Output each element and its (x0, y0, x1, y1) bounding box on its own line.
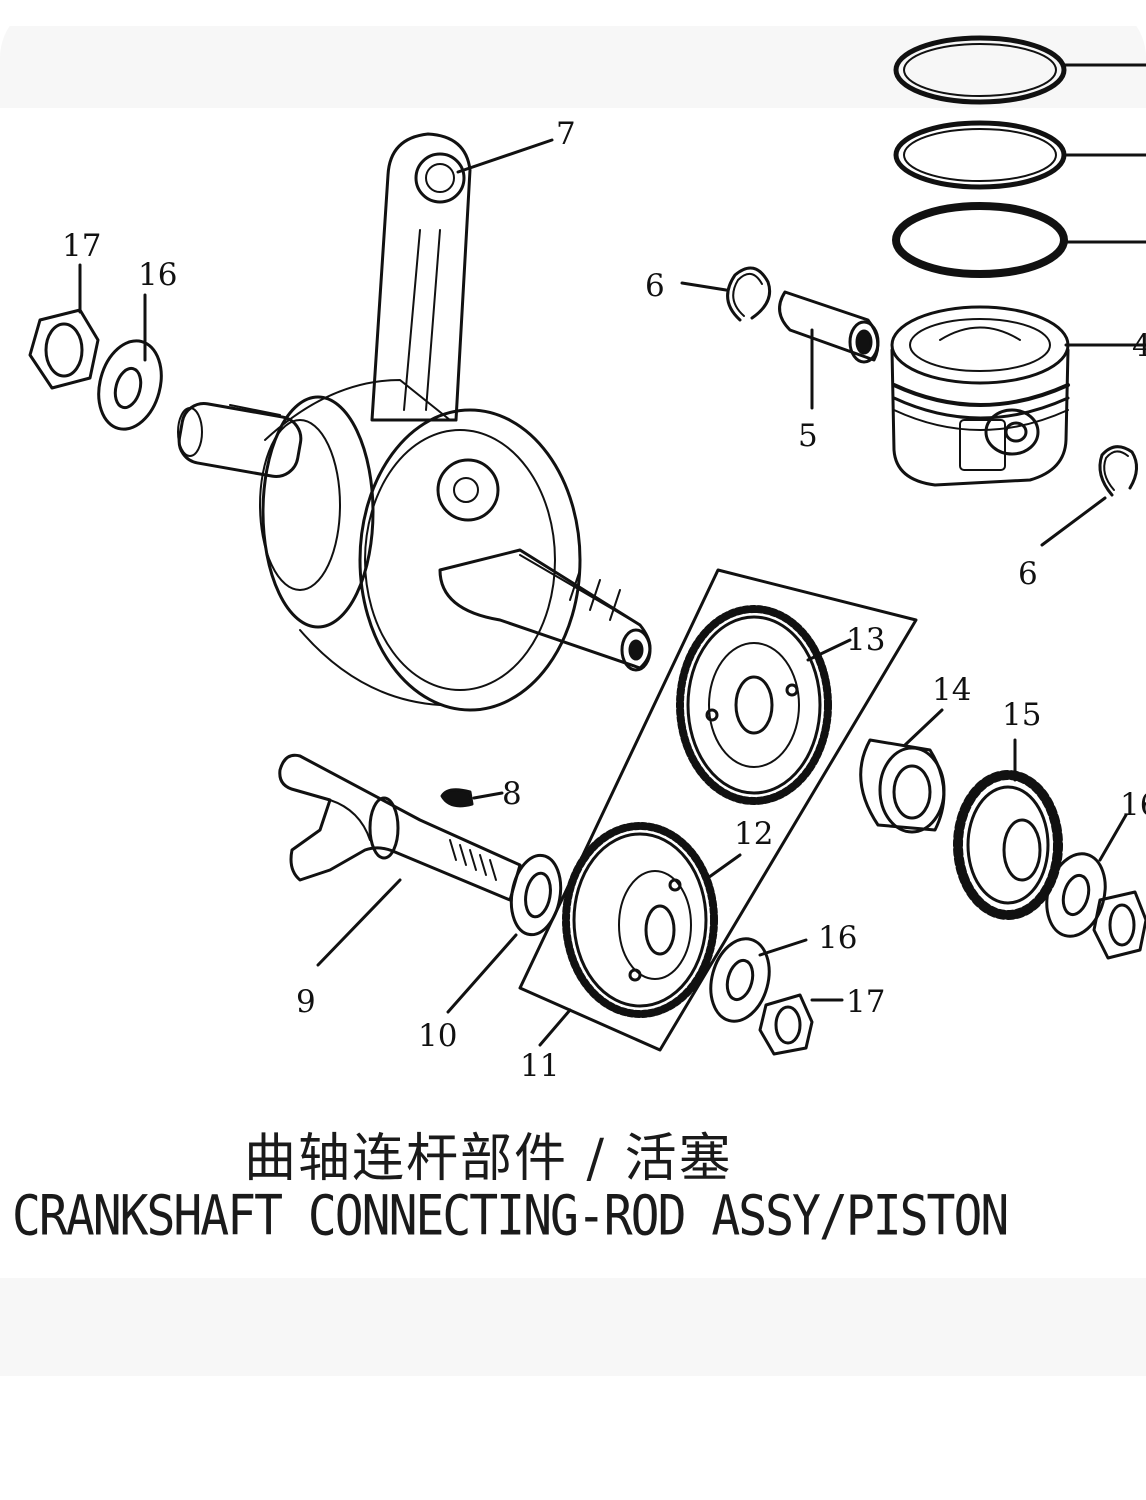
balancer-shaft (278, 753, 522, 902)
washer-right (1045, 852, 1107, 938)
piston-ring-middle (893, 120, 1067, 190)
title-chinese: 曲轴连杆部件 / 活塞 (244, 1129, 733, 1189)
bottom-band (0, 1278, 1146, 1376)
piston-pin (778, 290, 880, 364)
piston (890, 305, 1070, 487)
callout-15: 15 (1002, 697, 1041, 733)
callout-17-lower: 17 (846, 984, 885, 1020)
gear-15 (953, 770, 1063, 920)
gear-13 (676, 605, 832, 805)
gear-set-frame (518, 568, 918, 1052)
callout-5: 5 (798, 418, 818, 454)
callout-16-lower: 16 (818, 920, 857, 956)
circlip-right (1098, 445, 1138, 497)
piston-ring-top (893, 35, 1067, 105)
callout-12: 12 (734, 816, 773, 852)
nut-right (1092, 890, 1146, 960)
callout-6-right: 6 (1018, 556, 1038, 592)
callout-6-top: 6 (645, 268, 665, 304)
callout-14: 14 (932, 672, 971, 708)
callout-4: 4 (1132, 328, 1146, 364)
callout-11: 11 (520, 1048, 559, 1084)
gear-12 (562, 822, 718, 1018)
callout-7: 7 (556, 116, 576, 152)
bearing-10 (509, 853, 563, 937)
nut-left (28, 308, 100, 390)
crankshaft (177, 379, 652, 712)
callout-13: 13 (846, 622, 885, 658)
piston-ring-oil (892, 202, 1068, 278)
nut-lower (758, 993, 814, 1056)
callout-8: 8 (502, 776, 522, 812)
callout-10: 10 (418, 1018, 457, 1054)
callout-16-left: 16 (138, 257, 177, 293)
callout-17-left: 17 (62, 228, 101, 264)
title-english: CRANKSHAFT CONNECTING-ROD ASSY/PISTON (12, 1184, 1009, 1249)
woodruff-key (440, 788, 474, 808)
circlip-left (726, 266, 772, 322)
washer-left (97, 339, 163, 431)
callout-9: 9 (296, 984, 316, 1020)
bearing-14 (859, 738, 946, 834)
callout-16-right: 16 (1120, 787, 1146, 823)
connecting-rod (370, 132, 472, 422)
washer-lower (709, 937, 771, 1023)
